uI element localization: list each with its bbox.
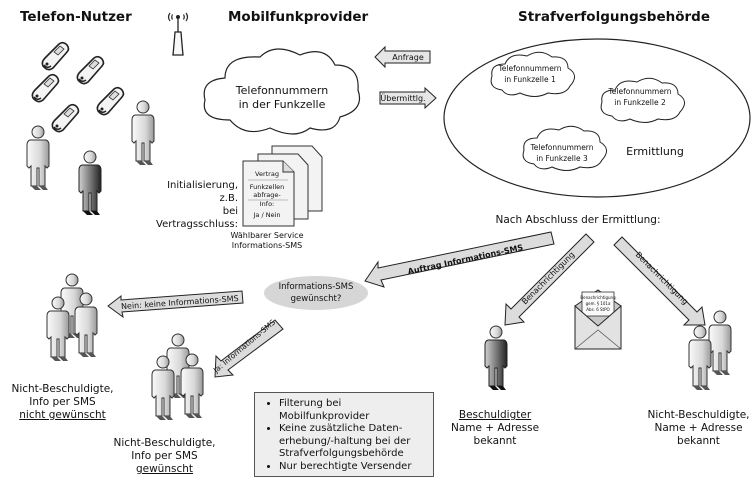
transmit-arrow: Übermittlg. [379, 86, 437, 110]
investigation-ellipse: Ermittlung [443, 38, 751, 198]
svg-text:gem. § 101a: gem. § 101a [586, 301, 611, 306]
svg-text:Telefonnummern: Telefonnummern [235, 84, 328, 97]
svg-text:Ermittlung: Ermittlung [626, 145, 684, 158]
cloud-cell-2: Telefonnummern in Funkzelle 2 [600, 77, 685, 123]
header-users: Telefon-Nutzer [20, 9, 132, 25]
label-yes-sms: Nicht-Beschuldigte, Info per SMS gewünsc… [113, 437, 216, 475]
svg-text:Benachrichtigung: Benachrichtigung [634, 250, 690, 306]
svg-text:Abs. 6 StPO: Abs. 6 StPO [586, 307, 609, 312]
request-arrow: Anfrage [374, 45, 431, 69]
notify-others-arrow: Benachrichtigung [613, 236, 706, 326]
order-sms-arrow: Auftrag Informations-SMS [364, 231, 555, 288]
label-others: Nicht-Beschuldigte, Name + Adresse bekan… [647, 409, 750, 447]
svg-text:Info:: Info: [260, 200, 275, 208]
info-box: Filterung bei Mobilfunkprovider Keine zu… [254, 392, 434, 477]
header-authority: Strafverfolgungsbehörde [518, 9, 710, 25]
info-item: Filterung bei Mobilfunkprovider [279, 398, 429, 423]
provider-cloud: Telefonnummern in der Funkzelle [203, 48, 361, 135]
init-label: Initialisierung, z.B. bei Vertragsschlus… [156, 180, 238, 230]
no-sms-arrow: Nein: keine Informations-SMS [107, 290, 244, 319]
svg-text:gewünscht?: gewünscht? [291, 294, 342, 304]
header-provider: Mobilfunkprovider [228, 9, 369, 25]
info-item: Nur berechtigte Versender [279, 461, 429, 474]
svg-text:Benachrichtigung: Benachrichtigung [580, 295, 616, 300]
antenna-icon [167, 12, 189, 56]
label-suspect: Beschuldigter Name + Adresse bekannt [450, 409, 540, 447]
svg-text:in der Funkzelle: in der Funkzelle [239, 98, 326, 111]
envelope-icon: Benachrichtigung gem. § 101a Abs. 6 StPO [574, 289, 622, 350]
svg-text:Telefonnummern: Telefonnummern [529, 143, 593, 152]
after-investigation-label: Nach Abschluss der Ermittlung: [495, 214, 661, 226]
svg-text:Übermittlg.: Übermittlg. [380, 93, 425, 103]
decision-ellipse: Informations-SMS gewünscht? [264, 276, 368, 310]
group-yes-sms-persons [151, 333, 204, 421]
svg-text:in Funkzelle 3: in Funkzelle 3 [536, 154, 588, 163]
contract-documents-icon: Vertrag Funkzellen abfrage- Info: Ja / N… [242, 145, 323, 227]
suspect-person [484, 325, 508, 391]
svg-text:Telefonnummern: Telefonnummern [607, 87, 671, 96]
cloud-cell-1: Telefonnummern in Funkzelle 1 [490, 51, 575, 97]
group-no-sms-persons [46, 273, 98, 362]
cloud-cell-3: Telefonnummern in Funkzelle 3 [522, 125, 607, 171]
label-no-sms: Nicht-Beschuldigte, Info per SMS nicht g… [11, 383, 114, 421]
service-label: Wählbarer Service Informations-SMS [230, 231, 304, 250]
svg-text:Ja: Informations-SMS: Ja: Informations-SMS [211, 318, 277, 376]
svg-text:in Funkzelle 2: in Funkzelle 2 [614, 98, 666, 107]
mobile-phone-icons [31, 41, 125, 133]
svg-text:Benachrichtigung: Benachrichtigung [520, 250, 576, 306]
svg-text:Telefonnummern: Telefonnummern [497, 64, 561, 73]
svg-text:Informations-SMS: Informations-SMS [279, 282, 354, 292]
yes-sms-arrow: Ja: Informations-SMS [211, 318, 284, 378]
svg-text:Funkzellen: Funkzellen [250, 183, 285, 191]
info-item: Keine zusätzliche Daten-erhebung/-haltun… [279, 423, 429, 461]
svg-text:Ja / Nein: Ja / Nein [252, 211, 280, 219]
svg-text:abfrage-: abfrage- [253, 191, 281, 199]
svg-text:in Funkzelle 1: in Funkzelle 1 [504, 75, 556, 84]
svg-text:Vertrag: Vertrag [255, 170, 279, 178]
user-persons [26, 100, 155, 216]
svg-text:Anfrage: Anfrage [392, 53, 424, 62]
